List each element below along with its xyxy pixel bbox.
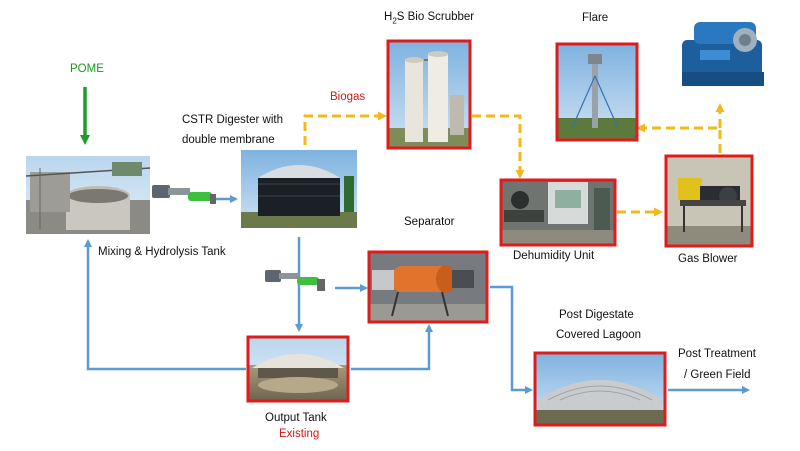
separator-label: Separator bbox=[404, 216, 455, 228]
h2s-scrubber-label: H2S Bio Scrubber bbox=[384, 11, 474, 25]
pump-icon bbox=[152, 185, 216, 204]
mixing-tank-photo bbox=[25, 156, 151, 234]
biogas-label: Biogas bbox=[330, 91, 366, 103]
cstr-label-line2: double membrane bbox=[182, 134, 275, 146]
post-digestate-label-line2: Covered Lagoon bbox=[556, 329, 642, 341]
pome-label: POME bbox=[70, 63, 104, 75]
gas-cstr-to-scrubber bbox=[303, 111, 387, 145]
flow-output-to-separator bbox=[351, 324, 433, 371]
pump-icon bbox=[265, 270, 325, 291]
output-tank-photo bbox=[246, 335, 350, 403]
mixing-tank-label: Mixing & Hydrolysis Tank bbox=[98, 246, 226, 258]
dehumidity-label: Dehumidity Unit bbox=[513, 250, 595, 262]
post-digestate-label-line1: Post Digestate bbox=[559, 309, 634, 321]
h2s-subscript: 2 bbox=[392, 16, 397, 26]
separator-photo bbox=[367, 250, 489, 324]
gas-flow-arrows bbox=[303, 103, 725, 217]
post-treatment-label-line2: / Green Field bbox=[684, 369, 751, 381]
covered-lagoon-photo bbox=[533, 351, 667, 427]
liquid-flow-arrows bbox=[84, 195, 750, 394]
gas-scrubber-to-dehumidity bbox=[472, 114, 525, 179]
flow-return-to-mixing bbox=[84, 239, 246, 371]
gas-blower-photo bbox=[664, 154, 754, 248]
existing-label: Existing bbox=[279, 428, 320, 440]
cstr-digester-photo bbox=[241, 150, 357, 228]
flow-separator-to-lagoon bbox=[490, 285, 533, 394]
flare-label: Flare bbox=[582, 12, 609, 24]
h2s-suffix: S Bio Scrubber bbox=[396, 11, 475, 23]
output-tank-label: Output Tank bbox=[265, 412, 327, 424]
dehumidity-unit-photo bbox=[499, 178, 617, 247]
gas-blower-to-flare bbox=[636, 123, 722, 153]
post-treatment-label-line1: Post Treatment bbox=[678, 348, 756, 360]
gas-blower-label: Gas Blower bbox=[678, 253, 738, 265]
generator-photo bbox=[682, 22, 764, 86]
cstr-label-line1: CSTR Digester with bbox=[182, 114, 283, 126]
h2s-scrubber-photo bbox=[386, 39, 472, 150]
h2s-prefix: H bbox=[384, 11, 393, 23]
flare-photo bbox=[555, 42, 639, 142]
